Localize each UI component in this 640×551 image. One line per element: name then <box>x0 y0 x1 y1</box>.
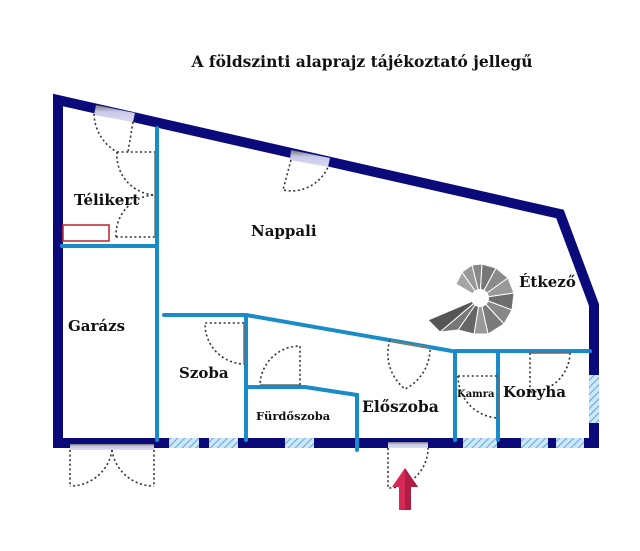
room-label-nappali: Nappali <box>251 222 317 240</box>
room-label-garazs: Garázs <box>68 317 126 335</box>
door-top-nappali <box>290 150 330 167</box>
entrance-arrow-icon <box>392 468 418 510</box>
entrance-door <box>388 442 428 448</box>
door-top-telikert <box>94 105 135 122</box>
doors <box>69 105 571 489</box>
room-label-furdoszoba: Fürdőszoba <box>256 409 331 423</box>
window <box>209 438 238 448</box>
window <box>521 438 548 448</box>
window <box>463 438 497 448</box>
window <box>285 438 314 448</box>
windows <box>169 375 599 448</box>
room-label-telikert: Télikert <box>74 191 140 209</box>
room-label-eloszoba: Előszoba <box>362 397 439 416</box>
window <box>589 375 599 423</box>
room-label-szoba: Szoba <box>179 364 229 382</box>
plan-title: A földszinti alaprajz tájékoztató jelleg… <box>191 52 533 71</box>
room-label-kamra: Kamra <box>457 389 495 400</box>
room-label-etkezo: Étkező <box>519 273 576 291</box>
window <box>556 438 584 448</box>
room-label-konyha: Konyha <box>503 383 566 401</box>
bench <box>62 224 110 242</box>
exterior-walls <box>53 93 599 448</box>
garage-door <box>70 444 154 450</box>
spiral-staircase-icon <box>427 263 515 335</box>
window <box>169 438 199 448</box>
